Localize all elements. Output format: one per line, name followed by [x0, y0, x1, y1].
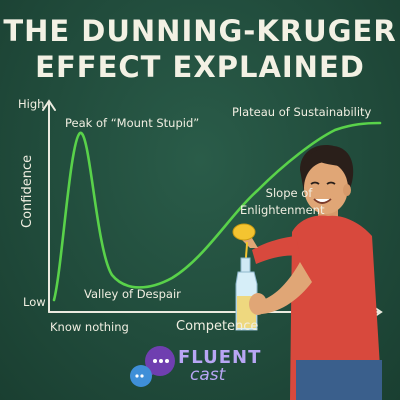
brand-subtitle: cast — [190, 365, 226, 385]
title-line-1: THE DUNNING-KRUGER — [3, 14, 397, 48]
title-line-2: EFFECT EXPLAINED — [35, 50, 365, 84]
y-axis-high-label: High — [18, 97, 45, 111]
confidence-curve — [52, 121, 382, 302]
lemon-icon — [232, 223, 256, 241]
fluentcast-logo-icon — [130, 346, 175, 387]
x-axis-start-label: Know nothing — [50, 320, 129, 334]
plateau-label: Plateau of Sustainability — [232, 105, 372, 119]
x-axis-title: Competence — [176, 319, 259, 334]
man-illustration — [232, 145, 382, 400]
peak-label: Peak of “Mount Stupid” — [65, 116, 200, 130]
slope-label-line-1: Slope of — [265, 186, 313, 200]
y-axis-title: Confidence — [20, 154, 35, 228]
valley-label: Valley of Despair — [84, 287, 181, 301]
y-axis-arrowhead — [42, 99, 56, 111]
brand-name: FLUENT — [178, 347, 262, 368]
slope-label-line-2: Enlightenment — [240, 203, 325, 217]
y-axis-low-label: Low — [23, 295, 46, 309]
